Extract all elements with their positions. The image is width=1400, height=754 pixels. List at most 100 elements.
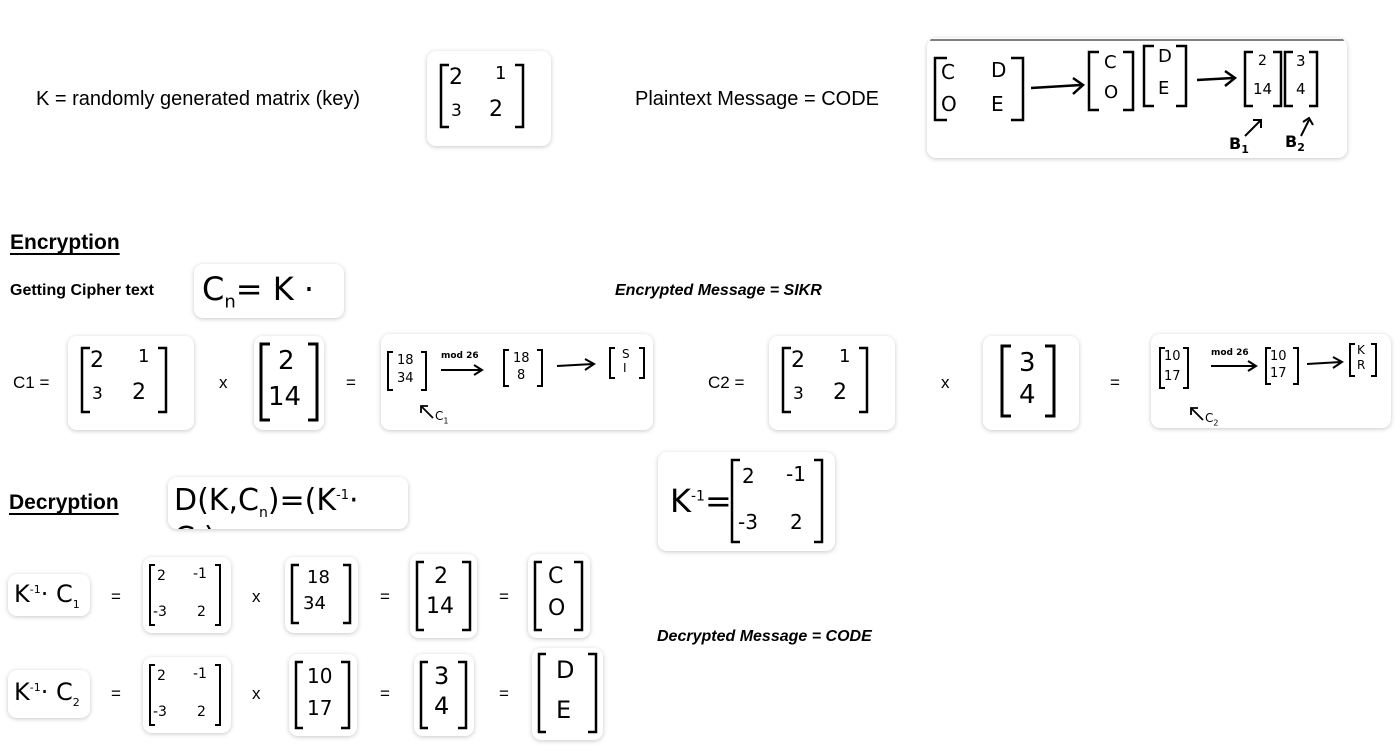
row2-letters-brackets [537,652,598,734]
row2-label-card: K-1· C2 [8,670,90,718]
c2-pointer-subscript: 2 [1213,418,1219,428]
row2-kinv-12: -1 [193,666,207,682]
row1-label-card: K-1· C1 [8,574,90,616]
plaintext-diagram [927,39,1347,137]
c2-label: C2 = [708,373,745,392]
b2-letter: B [1285,132,1298,151]
encrypted-message: Encrypted Message = SIKR [615,282,822,299]
key-matrix-brackets [439,63,525,129]
c1-pointer-subscript: 1 [443,416,449,426]
row1-k: K [14,580,30,608]
col1-num-1: 2 [1258,53,1267,69]
c1-key-cell-21: 3 [92,384,103,404]
c2-key-cell-12: 1 [839,346,851,367]
c1-letter-1: S [622,347,630,361]
b1-vec-1: 2 [278,346,295,376]
col2-letter-1: D [1158,46,1172,67]
c2-key-brackets [781,346,869,414]
pt-cell-12: D [991,58,1007,82]
row1-kinv-brackets [149,564,221,626]
b2-label: B2 [1285,132,1305,154]
c2-letter-1: K [1357,343,1365,357]
b1-vector-brackets [259,342,319,422]
c1-letter-2: I [623,361,627,375]
row2-letters-card: D E [532,648,603,740]
row1-c1-card: 18 34 [285,557,358,633]
key-cell-21: 3 [451,101,462,121]
row1-kinv-12: -1 [193,566,207,582]
c1-key-brackets [80,346,168,414]
key-cell-12: 1 [495,63,507,84]
row1-letter-1: C [548,564,564,589]
row1-c: · C [40,580,73,608]
decryption-formula-card: D(K,Cn)=(K-1· Cn) [168,477,408,529]
b2-subscript: 2 [1297,141,1305,155]
b2-vector-card: 3 4 [983,336,1079,430]
encryption-formula-card: Cn= K · Bn [194,264,344,318]
decryption-heading: Decryption [9,491,119,514]
c2-key-card: 2 1 3 2 [769,336,895,430]
formula-rest: = K · B [202,270,315,318]
c2-key-cell-11: 2 [791,348,805,373]
row1-kinv-21: -3 [153,604,167,620]
row1-sub: 1 [72,597,80,611]
dec-formula-sub1: n [258,505,268,521]
row2-result-1: 3 [434,662,450,690]
row2-c2-1: 10 [307,664,333,688]
c2-mod-label: mod 26 [1211,348,1249,358]
dec-formula-sup: -1 [336,488,350,503]
row2-eq2: = [380,684,390,703]
c1-times: x [219,373,228,392]
row2-result-brackets [419,660,468,730]
kinv-eq: = [704,482,732,520]
row2-c2-brackets [294,660,351,730]
row2-kinv-21: -3 [153,704,167,720]
row2-c2-card: 10 17 [289,654,357,736]
row2-kinv-11: 2 [157,668,166,684]
b2-vec-1: 3 [1019,348,1036,378]
row2-eq1: = [111,684,121,703]
c1-result-card: 18 34 mod 26 18 8 S I C1 [381,334,653,430]
plaintext-card: C D O E C O D E 2 14 3 4 B1 B2 [927,38,1347,158]
c2-key-cell-21: 3 [793,384,804,404]
kinv-card: K-1= 2 -1 -3 2 [658,452,835,551]
plaintext-label: Plaintext Message = CODE [635,88,879,110]
c1-pointer-label: C1 [435,410,448,425]
row2-letter-2: E [556,696,572,724]
c1-equals: = [346,373,356,392]
b1-vec-2: 14 [268,382,302,412]
c1-pointer-letter: C [435,409,444,423]
c2-mod-1: 10 [1270,349,1287,364]
c1-raw-1: 18 [397,353,414,368]
encryption-formula: Cn= K · Bn [202,270,344,318]
kinv-cell-12: -1 [786,462,806,486]
c2-raw-2: 17 [1164,369,1181,384]
row1-c1-brackets [290,563,352,625]
formula-c: C [202,270,225,308]
row1-result-2: 14 [426,594,454,619]
col2-num-1: 3 [1296,52,1306,70]
c1-mod-1: 18 [513,351,530,366]
formula-c-subscript: n [224,291,236,313]
row2-eq3: = [499,684,509,703]
row2-times: x [252,684,261,703]
kinv-label: K-1= [670,482,732,520]
dec-formula-close: ) [204,521,216,529]
kinv-sup: -1 [690,488,705,505]
decryption-formula: D(K,Cn)=(K-1· Cn) [174,483,408,529]
col2-letter-2: E [1158,78,1170,99]
kinv-cell-11: 2 [742,464,755,488]
row1-letters-card: C O [528,554,590,638]
row1-label: K-1· C1 [14,580,80,611]
pt-cell-21: O [941,92,957,116]
c1-key-card: 2 1 3 2 [68,336,194,430]
c1-key-cell-11: 2 [90,348,104,373]
b1-vector-card: 2 14 [254,336,324,430]
key-label: K = randomly generated matrix (key) [36,88,361,110]
row2-result-card: 3 4 [414,654,474,736]
c2-mod-2: 17 [1270,366,1287,381]
row2-result-2: 4 [434,692,450,720]
col1-num-2: 14 [1253,80,1273,98]
encryption-heading: Encryption [10,231,120,254]
c2-result-card: 10 17 mod 26 10 17 K R C2 [1151,334,1391,428]
